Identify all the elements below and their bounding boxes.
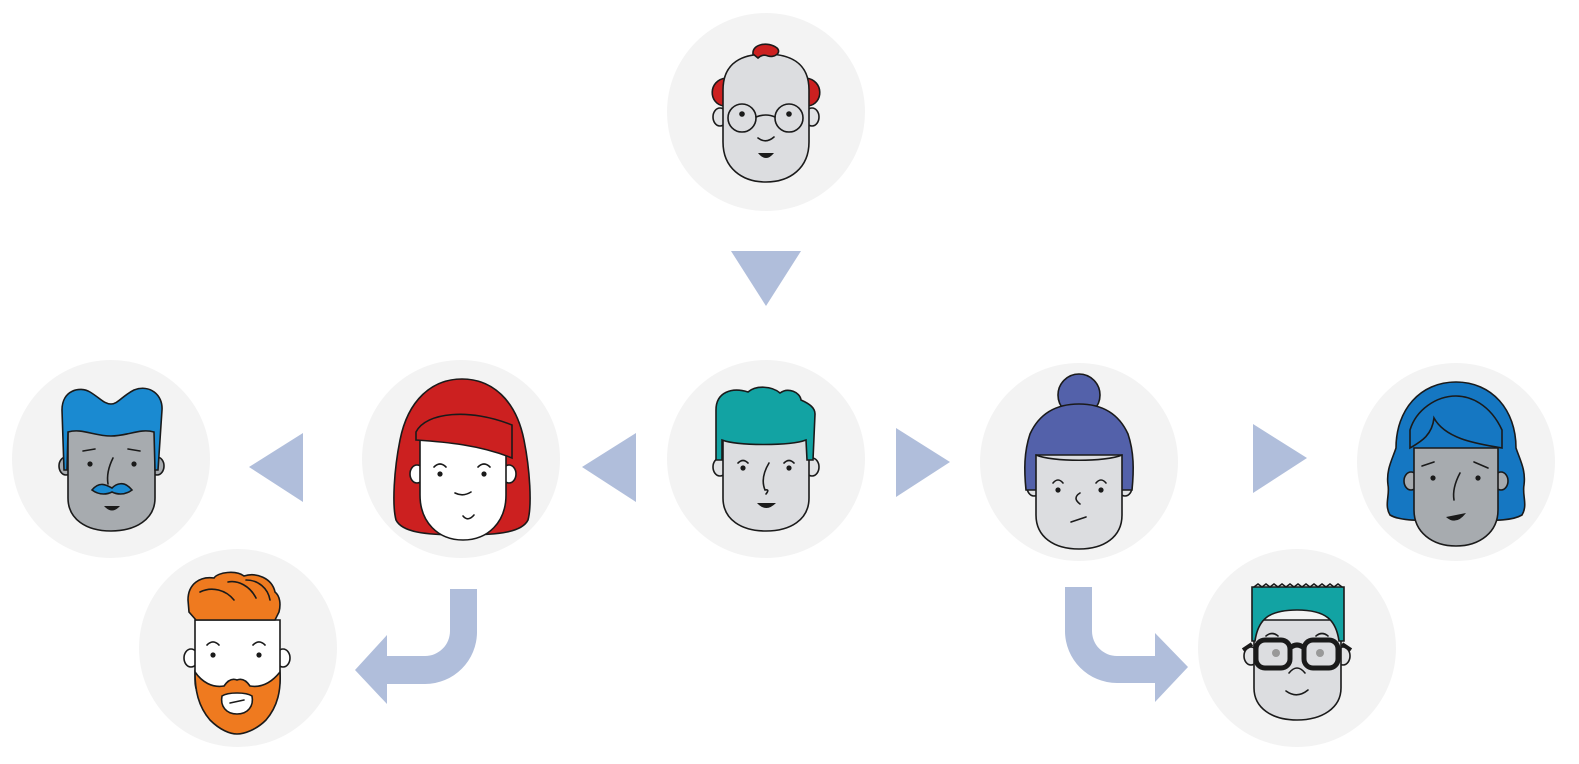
teal-hair-glasses-man-avatar-icon xyxy=(1241,583,1353,721)
arrow-right-1-to-right-branch xyxy=(1065,587,1188,702)
node-right-1[interactable] xyxy=(980,363,1178,561)
node-left-1[interactable] xyxy=(362,360,560,558)
node-top[interactable] xyxy=(667,13,865,211)
arrow-right-1-to-right-2 xyxy=(1253,424,1307,493)
blue-hair-mustache-man-avatar-icon xyxy=(58,387,165,532)
teal-hair-man-avatar-icon xyxy=(712,386,820,532)
node-left-branch[interactable] xyxy=(139,549,337,747)
node-right-2[interactable] xyxy=(1357,363,1555,561)
arrow-center-to-right-1 xyxy=(896,428,950,497)
arrows xyxy=(249,251,1307,704)
blue-curly-hair-woman-avatar-icon xyxy=(1386,381,1526,547)
purple-bun-woman-avatar-icon xyxy=(1024,373,1134,550)
orange-beard-man-avatar-icon xyxy=(183,571,291,735)
arrow-top-to-center xyxy=(731,251,801,306)
node-left-2[interactable] xyxy=(12,360,210,558)
arrow-center-to-left-1 xyxy=(582,433,636,502)
red-hair-woman-avatar-icon xyxy=(393,378,531,541)
node-right-branch[interactable] xyxy=(1198,549,1396,747)
arrow-left-1-to-left-branch xyxy=(355,589,477,704)
arrow-left-1-to-left-2 xyxy=(249,433,303,502)
bald-man-glasses-avatar-icon xyxy=(711,43,821,183)
node-center[interactable] xyxy=(667,360,865,558)
